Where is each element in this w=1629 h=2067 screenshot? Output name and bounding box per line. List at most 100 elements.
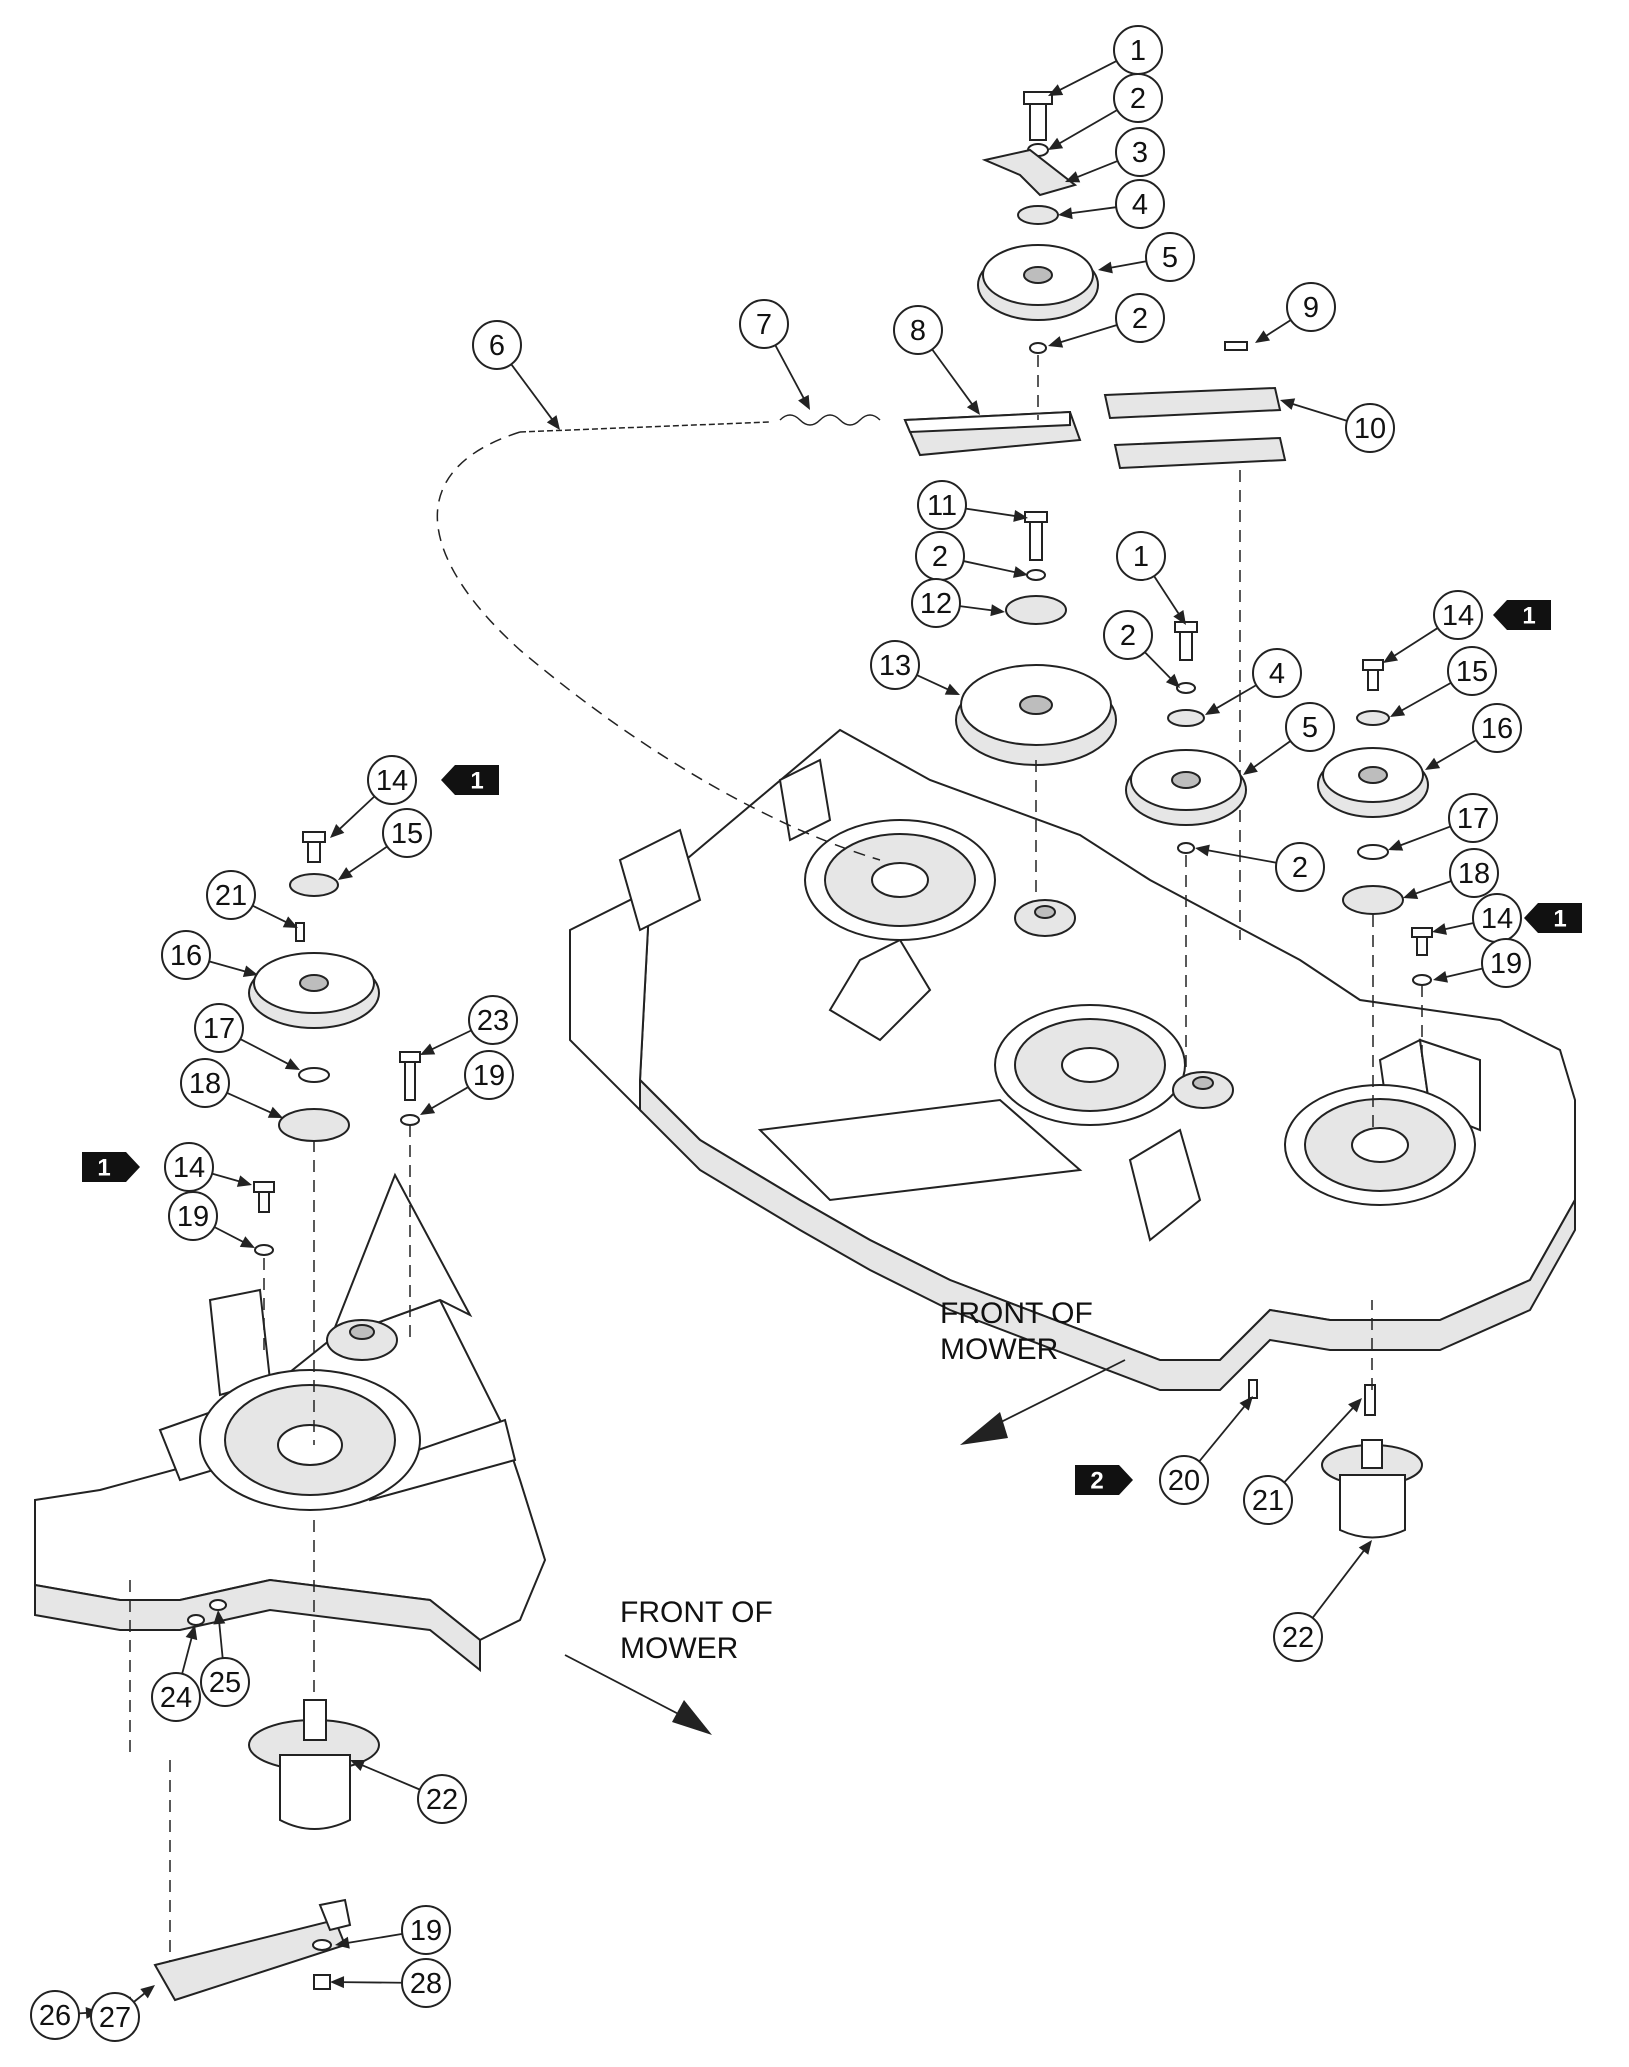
callout-number: 22: [426, 1784, 458, 1816]
chain-and-spring: [436, 410, 1082, 861]
leader-arrowhead-c8: [966, 400, 980, 415]
callout-c18a: 18: [1449, 848, 1499, 898]
callout-c16a: 16: [1472, 703, 1522, 753]
leader-arrowhead-c27: [140, 1985, 155, 1999]
callout-c10: 10: [1345, 403, 1395, 453]
note-flag-f2: 1: [441, 765, 499, 795]
callout-circle: [180, 1058, 230, 1108]
leader-arrowhead-c20: [1239, 1396, 1253, 1411]
leader-arrowhead-c17b: [284, 1058, 300, 1070]
callout-number: 17: [203, 1013, 235, 1045]
leader-line-c14d: [211, 1172, 243, 1184]
leader-line-c6: [510, 363, 555, 423]
leader-line-c19d: [344, 1933, 403, 1945]
leader-arrowhead-c12: [990, 604, 1005, 617]
note-flag-shape: [1493, 600, 1551, 630]
leader-line-c15a: [1398, 681, 1452, 713]
callout-circle: [464, 1050, 514, 1100]
callout-number: 9: [1303, 292, 1319, 324]
callout-number: 1: [1133, 541, 1149, 573]
leader-line-c16a: [1433, 739, 1477, 766]
right-mower-deck: [569, 728, 1576, 1445]
callout-number: 2: [1120, 620, 1136, 652]
callout-c14b: 14: [1472, 893, 1522, 943]
callout-circle: [1285, 702, 1335, 752]
right-spindle-housing: [1248, 1300, 1423, 1539]
callout-circle: [194, 1003, 244, 1053]
right-idler-stack: [1125, 621, 1247, 1075]
callout-number: 2: [932, 541, 948, 573]
leader-arrowhead-c1a: [1048, 84, 1064, 96]
leader-line-c18a: [1412, 880, 1452, 896]
callout-c14c: 14: [367, 755, 417, 805]
callout-circle: [1116, 531, 1166, 581]
callout-circle: [90, 1992, 140, 2042]
callout-circle: [1472, 703, 1522, 753]
leader-arrowhead-c6: [546, 415, 560, 430]
leader-line-c16b: [208, 960, 249, 974]
callout-c27: 27: [90, 1992, 140, 2042]
callout-number: 26: [39, 2000, 71, 2032]
callout-number: 10: [1354, 413, 1386, 445]
leader-arrowhead-c5a: [1098, 261, 1113, 274]
callout-number: 19: [177, 1201, 209, 1233]
callout-c1b: 1: [1116, 531, 1166, 581]
callout-number: 18: [1458, 858, 1490, 890]
leader-line-c1b: [1153, 575, 1182, 618]
callout-circle: [168, 1191, 218, 1241]
callout-c5b: 5: [1285, 702, 1335, 752]
note-flag-number: 1: [97, 1155, 110, 1182]
leader-line-c28: [339, 1981, 403, 1984]
leader-line-c23: [428, 1029, 472, 1052]
leader-arrowhead-c2c: [1013, 566, 1028, 578]
callout-c2a: 2: [1113, 73, 1163, 123]
callout-c4b: 4: [1252, 648, 1302, 698]
callout-c1a: 1: [1113, 25, 1163, 75]
leader-line-c24: [181, 1634, 194, 1675]
leader-line-c4a: [1067, 206, 1117, 215]
callout-number: 28: [410, 1968, 442, 2000]
callout-c15b: 15: [382, 808, 432, 858]
callout-circle: [1286, 282, 1336, 332]
callout-number: 6: [489, 330, 505, 362]
callout-circle: [382, 808, 432, 858]
callout-c9: 9: [1286, 282, 1336, 332]
leader-arrowhead-c14b: [1432, 923, 1447, 935]
callout-c14d: 14: [164, 1142, 214, 1192]
callout-number: 2: [1132, 303, 1148, 335]
leader-arrowhead-c4a: [1058, 207, 1073, 220]
callout-number: 19: [1490, 948, 1522, 980]
callout-circle: [401, 1958, 451, 2008]
leader-arrowhead-c16a: [1425, 757, 1441, 770]
left-pulley-stack: [248, 831, 421, 1445]
callout-c17a: 17: [1448, 793, 1498, 843]
leader-line-c4b: [1213, 684, 1257, 711]
callout-circle: [893, 305, 943, 355]
leader-line-c2e: [1204, 848, 1277, 864]
leader-line-c2c: [963, 560, 1019, 574]
callout-circle: [1275, 842, 1325, 892]
note-flag-shape: [1075, 1465, 1133, 1495]
leader-arrowhead-c3: [1065, 171, 1081, 183]
note-flag-f1: 1: [1493, 600, 1551, 630]
leader-line-c19c: [213, 1226, 247, 1245]
leader-arrowhead-c19c: [239, 1236, 255, 1248]
leader-arrowhead-c14d: [236, 1175, 252, 1187]
idler-brackets: [1103, 341, 1287, 940]
leader-arrowhead-c16b: [242, 965, 258, 978]
top-idler-stack: [977, 91, 1099, 420]
callout-number: 5: [1302, 712, 1318, 744]
note-flag-number: 2: [1090, 1468, 1103, 1495]
callout-c28: 28: [401, 1958, 451, 2008]
callout-circle: [1433, 590, 1483, 640]
callout-number: 2: [1292, 852, 1308, 884]
callout-circle: [1103, 610, 1153, 660]
leader-arrowhead-c4b: [1205, 702, 1221, 715]
callout-c11: 11: [917, 480, 967, 530]
leader-arrowhead-c19a: [1433, 970, 1448, 983]
leader-line-c21a: [1283, 1404, 1356, 1483]
leader-arrowhead-c2b: [1048, 336, 1064, 348]
leader-line-c17b: [239, 1038, 292, 1067]
